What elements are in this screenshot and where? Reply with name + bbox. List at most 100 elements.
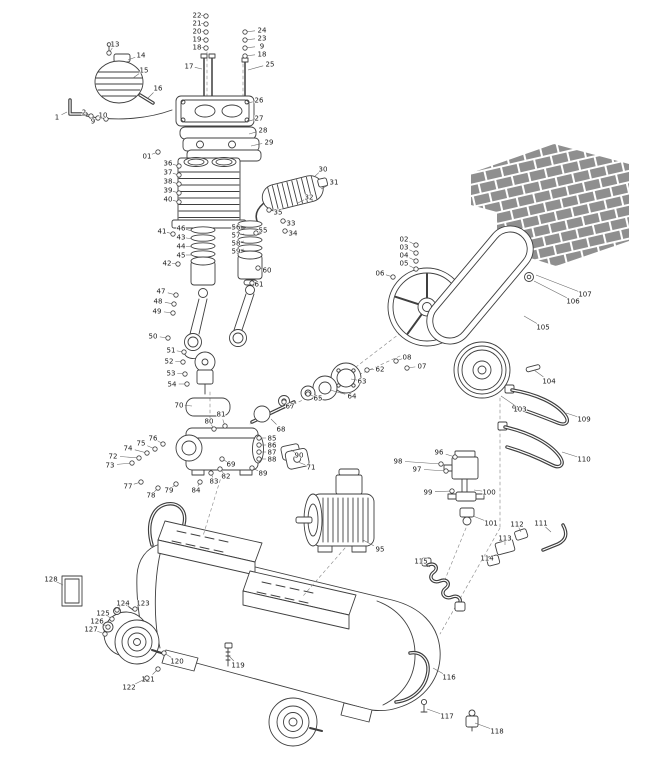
part-label-81: 81 — [217, 410, 226, 418]
part-label-62: 62 — [376, 365, 385, 373]
part-label-33: 33 — [287, 219, 296, 227]
part-label-47: 47 — [157, 287, 166, 295]
wheel-left — [103, 611, 169, 665]
part-label-63: 63 — [358, 377, 367, 385]
foot-left — [161, 649, 199, 672]
drain-cock — [420, 698, 428, 713]
part-dot — [176, 190, 182, 196]
part-label-107: 107 — [578, 290, 591, 298]
discharge-hose — [504, 384, 569, 426]
part-dot — [217, 466, 223, 472]
part-label-112: 112 — [510, 520, 523, 528]
piston-left — [190, 256, 216, 298]
part-label-116: 116 — [442, 673, 456, 681]
part-label-21: 21 — [193, 19, 202, 27]
part-dot — [161, 650, 167, 656]
part-label-46: 46 — [177, 224, 186, 232]
part-dot — [114, 607, 120, 613]
part-dot — [253, 230, 259, 236]
part-label-57: 57 — [232, 231, 241, 239]
part-label-50: 50 — [149, 332, 158, 340]
part-label-76: 76 — [149, 434, 158, 442]
part-dot — [242, 53, 248, 59]
part-label-34: 34 — [289, 229, 298, 237]
part-dot — [203, 21, 209, 27]
leader-line — [565, 412, 578, 418]
part-dot — [170, 231, 176, 237]
check-valve-assembly — [486, 523, 568, 567]
part-dot — [255, 265, 261, 271]
leader-line — [472, 515, 485, 521]
part-dot — [184, 381, 190, 387]
part-label-84: 84 — [192, 486, 201, 494]
part-label-96: 96 — [435, 448, 444, 456]
bearing-cover — [280, 443, 310, 470]
part-label-9: 9 — [260, 42, 264, 50]
leader-line — [247, 65, 264, 71]
part-dot — [95, 115, 101, 121]
leader-line — [533, 369, 544, 378]
part-dot — [136, 455, 142, 461]
leader-line — [56, 581, 64, 586]
part-dot — [197, 479, 203, 485]
leader-line — [239, 248, 245, 251]
part-label-69: 69 — [227, 460, 236, 468]
part-dot — [266, 207, 272, 213]
part-label-126: 126 — [90, 617, 104, 625]
part-dot — [413, 242, 419, 248]
part-dot — [393, 358, 399, 364]
part-label-35: 35 — [274, 208, 283, 216]
part-dot — [364, 367, 370, 373]
part-label-42: 42 — [163, 259, 172, 267]
leader-line — [329, 389, 346, 395]
electric-motor — [295, 468, 375, 553]
part-label-123: 123 — [136, 599, 149, 607]
part-dot — [203, 13, 209, 19]
wall-anchor-washer — [524, 272, 534, 282]
part-label-120: 120 — [170, 657, 183, 665]
part-label-128: 128 — [44, 575, 57, 583]
part-dot — [211, 426, 217, 432]
part-label-52: 52 — [165, 357, 174, 365]
part-label-113: 113 — [498, 534, 511, 542]
part-label-38: 38 — [164, 177, 173, 185]
part-label-119: 119 — [231, 661, 244, 669]
part-dot — [280, 218, 286, 224]
wheel-kit-parts — [61, 575, 134, 633]
part-label-19: 19 — [193, 35, 202, 43]
part-label-58: 58 — [232, 239, 241, 247]
part-dot — [242, 29, 248, 35]
leader-line — [61, 111, 68, 116]
part-label-32: 32 — [305, 193, 314, 201]
v-belt — [426, 225, 534, 345]
head-bolts — [200, 53, 249, 97]
leader-line — [362, 539, 374, 546]
part-dot — [222, 423, 228, 429]
part-label-122: 122 — [122, 683, 135, 691]
leader-line — [297, 461, 306, 466]
part-label-61: 61 — [255, 280, 264, 288]
part-dot — [103, 116, 109, 122]
part-dot — [242, 45, 248, 51]
part-label-59: 59 — [232, 247, 241, 255]
leader-line — [119, 456, 140, 459]
leader-line — [185, 237, 193, 240]
part-dot — [413, 250, 419, 256]
leader-line — [432, 667, 444, 674]
part-dot — [256, 442, 262, 448]
leader-line — [194, 67, 203, 70]
part-label-86: 86 — [268, 441, 277, 449]
part-label-79: 79 — [165, 486, 174, 494]
part-dot — [173, 481, 179, 487]
part-dot — [219, 456, 225, 462]
mount-bolt — [224, 642, 233, 667]
part-label-51: 51 — [167, 346, 176, 354]
part-label-45: 45 — [177, 251, 186, 259]
part-dot — [203, 29, 209, 35]
part-label-05: 05 — [400, 259, 409, 267]
part-label-22: 22 — [193, 11, 202, 19]
part-dot — [390, 274, 396, 280]
part-label-100: 100 — [482, 488, 495, 496]
part-dot — [256, 435, 262, 441]
piston-rings-left — [190, 226, 216, 258]
